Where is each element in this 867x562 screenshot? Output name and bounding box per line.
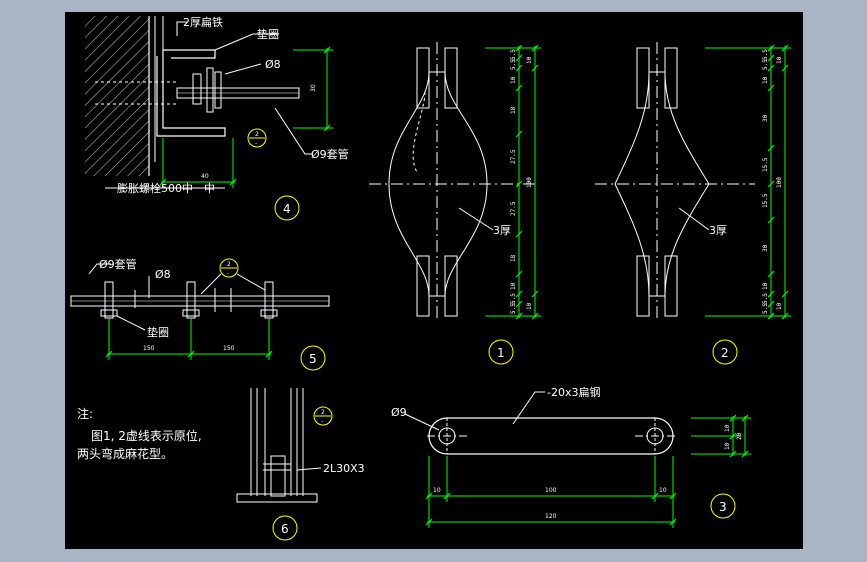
note: 注: 图1, 2虚线表示原位, 两头弯成麻花型。: [77, 406, 202, 461]
svg-text:6: 6: [281, 522, 289, 536]
dim-label: 10: [776, 302, 783, 310]
label-sleeve: Ø9套管: [311, 147, 349, 161]
label-flat-iron: 2厚扁铁: [183, 16, 223, 29]
dim-label: 10: [510, 282, 517, 290]
detail-1: 3厚 5.5 5.5 10 18 27.5 27.5 18 10: [369, 42, 541, 365]
detail-2: 3厚 5.5 5.5 10 30 15.5 15.5 30 10 5.5: [595, 42, 791, 365]
ref-bubble: [247, 128, 267, 148]
dim-horizontal: 40: [201, 173, 209, 180]
svg-text:2: 2: [721, 346, 729, 360]
label-flat-steel: -20x3扁钢: [547, 386, 600, 399]
ref-bubble: [219, 258, 239, 278]
dim-label: 27.5: [510, 201, 517, 216]
detail-6: 2 - 2L30X3 6: [236, 388, 365, 541]
svg-text:2: 2: [321, 409, 325, 416]
dim-total: 120: [545, 513, 557, 520]
dim-label: 5.5: [510, 49, 517, 60]
label-rod: Ø8: [265, 58, 281, 71]
dim-label: 5.5: [510, 293, 517, 304]
drawing-sheet: 30 40 2 - 2厚扁铁 垫圈 Ø8 Ø9套管 膨胀螺栓500中一中 4: [65, 12, 803, 549]
dim-label: 100: [776, 177, 783, 188]
dim-label: 10: [526, 56, 533, 64]
label-washer: 垫圈: [257, 27, 279, 41]
label-angle: 2L30X3: [323, 462, 365, 475]
label-hole: Ø9: [391, 406, 407, 419]
svg-text:5: 5: [309, 352, 317, 366]
svg-text:1: 1: [497, 346, 505, 360]
label-sleeve: Ø9套管: [99, 257, 137, 271]
detail-3: -20x3扁钢 Ø9 10 100: [391, 386, 751, 528]
thickness-label: 3厚: [493, 224, 511, 237]
svg-text:4: 4: [283, 202, 291, 216]
dim-height-1: 10: [724, 424, 731, 432]
dim-vertical: 30: [310, 84, 317, 92]
label-washer: 垫圈: [147, 325, 169, 339]
detail-number-2: [712, 339, 738, 365]
note-line-1: 图1, 2虚线表示原位,: [91, 428, 202, 443]
note-line-2: 两头弯成麻花型。: [77, 446, 173, 461]
detail-number-1: [488, 339, 514, 365]
dim-middle: 100: [545, 487, 557, 494]
svg-text:2: 2: [227, 261, 231, 268]
lens-plate: [388, 71, 488, 297]
dim-label: 10: [762, 282, 769, 290]
dim-left: 10: [433, 487, 441, 494]
dim-label: 15.5: [762, 193, 769, 208]
svg-text:-: -: [255, 140, 257, 147]
dim-label: 18: [510, 254, 517, 262]
dim-label: 30: [762, 244, 769, 252]
dim-right: 10: [659, 487, 667, 494]
thickness-label: 3厚: [709, 224, 727, 237]
svg-text:3: 3: [719, 500, 727, 514]
flat-iron-clamp: [156, 50, 226, 137]
dim-label: 30: [762, 114, 769, 122]
detail-number-4: [274, 195, 300, 221]
detail-number-5: [300, 345, 326, 371]
dim-label: 10: [526, 302, 533, 310]
dim-label: 5.5: [762, 303, 769, 314]
dim-height-2: 10: [724, 442, 731, 450]
dim-height-total: 20: [736, 432, 743, 440]
detail-number-6: [272, 515, 298, 541]
dim-label: 27.5: [510, 149, 517, 164]
dim-label: 5.5: [510, 303, 517, 314]
label-rod: Ø8: [155, 268, 171, 281]
label-bolt-note: 膨胀螺栓500中一中: [117, 181, 215, 195]
cad-drawing: 30 40 2 - 2厚扁铁 垫圈 Ø8 Ø9套管 膨胀螺栓500中一中 4: [70, 16, 791, 541]
svg-text:-: -: [227, 270, 229, 277]
dim-label: 18: [510, 106, 517, 114]
dim-label: 100: [526, 177, 533, 188]
wall-hatch: [85, 16, 149, 176]
dim-label: 10: [776, 56, 783, 64]
dim-label: 5.5: [762, 49, 769, 60]
note-title: 注:: [77, 406, 93, 421]
dim-spacing-1: 150: [143, 345, 155, 352]
washer: [206, 67, 214, 113]
dim-label: 10: [510, 76, 517, 84]
dim-label: 5.5: [762, 293, 769, 304]
dim-label: 15.5: [762, 157, 769, 172]
detail-number-3: [710, 493, 736, 519]
dim-label: 5.5: [762, 59, 769, 70]
ref-bubble: [313, 406, 333, 426]
detail-5: 150 150 2 - Ø9套管 Ø8 垫圈 5: [70, 257, 330, 371]
dim-label: 10: [762, 76, 769, 84]
dim-spacing-2: 150: [223, 345, 235, 352]
svg-text:-: -: [321, 418, 323, 425]
diamond-plate: [614, 71, 710, 297]
dim-label: 5.5: [510, 59, 517, 70]
svg-text:2: 2: [255, 131, 259, 138]
detail-4: 30 40 2 - 2厚扁铁 垫圈 Ø8 Ø9套管 膨胀螺栓500中一中 4: [85, 16, 349, 221]
